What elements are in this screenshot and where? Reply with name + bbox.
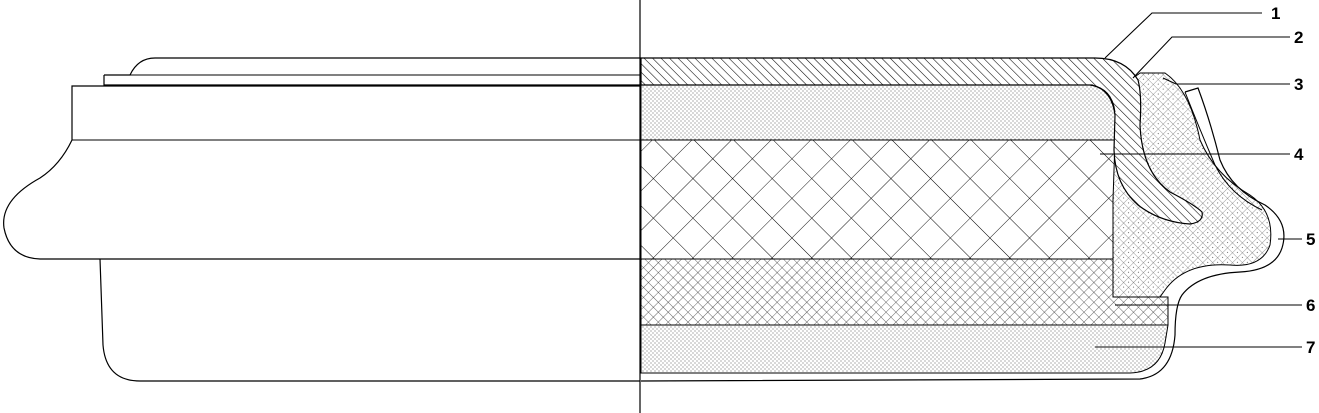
- leader-lines: [1095, 12, 1302, 348]
- layer-7: [640, 324, 1169, 374]
- left-outline-view: [3, 57, 640, 382]
- body-outline-left: [3, 85, 640, 260]
- label-6: 6: [1306, 296, 1315, 315]
- label-3: 3: [1294, 75, 1303, 94]
- leader-1: [1104, 12, 1262, 59]
- cap-inner-line: [1089, 84, 1116, 113]
- label-5: 5: [1306, 230, 1315, 249]
- outer-can-inner: [1184, 91, 1263, 211]
- plate-outline-left: [103, 75, 640, 86]
- cap-outline-left: [104, 57, 640, 76]
- layer-4: [640, 139, 1116, 260]
- can-outline-left: [99, 258, 640, 382]
- layer-6: [640, 258, 1169, 326]
- label-7: 7: [1306, 338, 1315, 357]
- label-4: 4: [1294, 145, 1304, 164]
- right-section-view: [640, 57, 1285, 382]
- seal-gasket: [1112, 72, 1272, 298]
- cap-hatched: [640, 57, 1203, 225]
- leader-2: [1132, 36, 1290, 79]
- label-2: 2: [1294, 28, 1303, 47]
- layer-dotted-upper: [640, 84, 1116, 141]
- part-labels: 1 2 3 4 5 6 7: [1271, 4, 1315, 357]
- label-1: 1: [1271, 4, 1280, 23]
- outer-can: [640, 87, 1285, 382]
- leader-3: [1162, 77, 1290, 85]
